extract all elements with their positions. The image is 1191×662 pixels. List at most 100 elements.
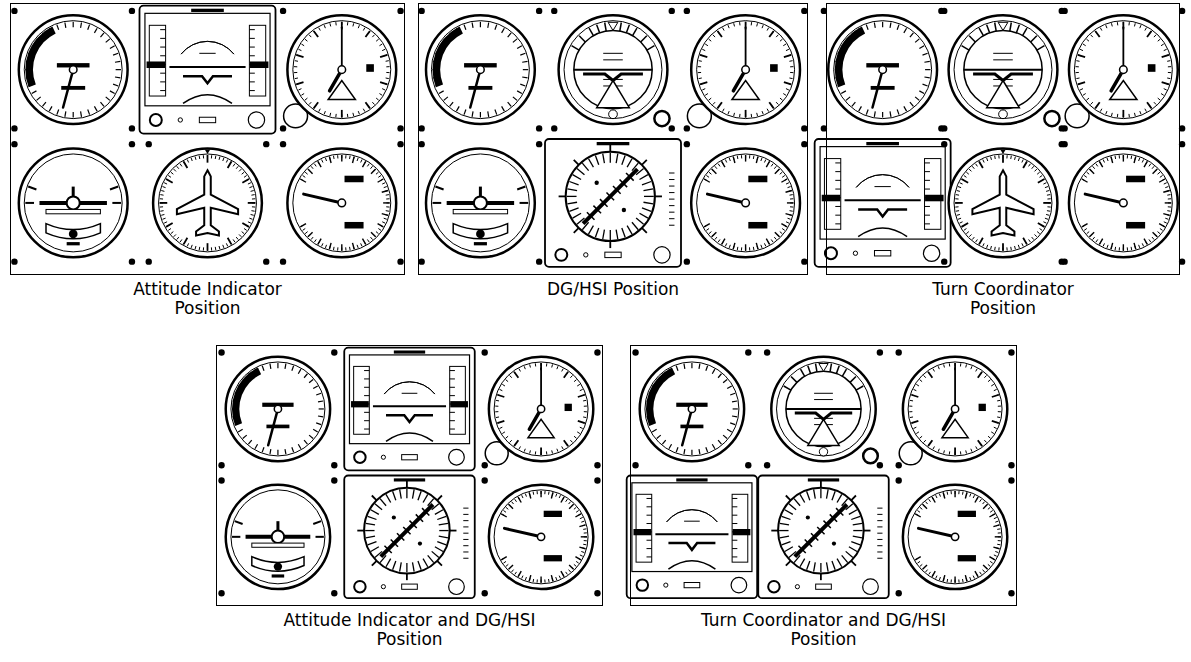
tick-mark (580, 517, 583, 518)
tick-mark (1153, 169, 1158, 174)
tick-mark (552, 492, 554, 495)
tick-mark (761, 158, 762, 161)
altitude-tape (249, 25, 265, 96)
tick-mark (226, 160, 227, 163)
tick-mark (28, 53, 33, 55)
marking-block (748, 176, 767, 183)
adjust-knob (999, 110, 1008, 119)
tick-mark (595, 228, 598, 237)
tick-mark (304, 374, 307, 378)
tick-mark (25, 69, 30, 70)
tick-mark (649, 423, 654, 425)
tick-mark (704, 225, 707, 227)
tick-mark (435, 510, 443, 515)
tick-mark (341, 155, 342, 158)
tick-mark (583, 416, 586, 418)
tick-mark (1076, 72, 1079, 73)
marking-block (474, 242, 487, 245)
tick-mark (1010, 22, 1012, 31)
tick-mark (995, 551, 998, 552)
tape-tick (835, 189, 840, 190)
needle-hub (688, 405, 695, 412)
tick-mark (314, 102, 318, 108)
tick-mark (529, 492, 531, 498)
tick-mark (1047, 210, 1050, 212)
tick-mark (1040, 229, 1043, 231)
indicator-dot (853, 251, 857, 255)
tick-mark (929, 572, 931, 575)
mounting-screw (941, 125, 947, 131)
tape-tick (835, 215, 840, 216)
tick-mark (1111, 157, 1113, 163)
tape-tick (925, 189, 930, 190)
tick-mark (709, 172, 712, 174)
panel-caption: Attitude Indicator Position (105, 280, 310, 318)
tick-mark (372, 496, 377, 501)
tick-mark (1162, 225, 1165, 227)
tick-mark (983, 504, 987, 508)
glide-scale-tick (463, 533, 468, 534)
marking-block (468, 86, 492, 90)
tick-mark (385, 214, 388, 216)
tick-mark (970, 577, 971, 580)
tape-tick (835, 206, 840, 207)
tick-mark (980, 499, 982, 502)
tick-mark (496, 416, 499, 418)
tick-mark (435, 547, 443, 552)
tick-mark (1134, 157, 1136, 160)
instrument-bezel (287, 149, 396, 258)
marking-block (147, 61, 165, 68)
tick-mark (497, 421, 504, 423)
tick-mark (985, 504, 987, 506)
tick-mark (636, 218, 644, 224)
tick-mark (113, 84, 118, 86)
tick-mark (787, 202, 794, 203)
tick-mark (960, 451, 961, 454)
tick-mark (1022, 160, 1023, 163)
marking-block (979, 404, 986, 411)
tape-tick (835, 223, 840, 224)
deviation-dash (798, 546, 805, 553)
tick-mark (749, 247, 750, 250)
instrument-bezel (489, 485, 593, 589)
tick-mark (329, 157, 331, 160)
tick-mark (852, 102, 855, 106)
tick-mark (595, 155, 598, 164)
tick-mark (574, 507, 576, 509)
tick-mark (814, 562, 816, 571)
tick-mark (510, 375, 512, 377)
tick-mark (64, 22, 66, 27)
tick-mark (917, 510, 920, 512)
tick-mark (966, 492, 968, 495)
marking-block (676, 478, 707, 481)
tape-tick (647, 548, 652, 549)
tick-mark (753, 156, 755, 159)
tick-mark (1158, 98, 1161, 100)
tc-instrument (226, 485, 330, 589)
mounting-screw (1008, 349, 1014, 355)
tick-mark (1103, 160, 1104, 163)
tick-mark (1107, 158, 1108, 161)
tick-mark (790, 72, 793, 73)
tick-mark (1134, 23, 1136, 26)
tick-mark (979, 28, 983, 36)
tick-mark (785, 510, 793, 515)
tick-mark (508, 33, 511, 37)
tick-mark (722, 239, 725, 245)
needle-hub (742, 199, 750, 207)
tick-mark (846, 551, 853, 557)
tick-mark (920, 507, 922, 509)
tick-mark (841, 46, 846, 49)
tick-mark (163, 218, 166, 219)
tick-mark (992, 514, 995, 516)
mounting-screw (684, 125, 690, 131)
tick-mark (437, 561, 442, 566)
base-plate (252, 543, 304, 547)
mounting-screw (801, 8, 807, 14)
mounting-screw (877, 462, 883, 468)
tick-mark (751, 114, 752, 117)
tick-mark (1111, 23, 1113, 26)
tick-mark (195, 157, 197, 160)
tick-mark (305, 39, 308, 41)
tick-mark (353, 243, 355, 249)
